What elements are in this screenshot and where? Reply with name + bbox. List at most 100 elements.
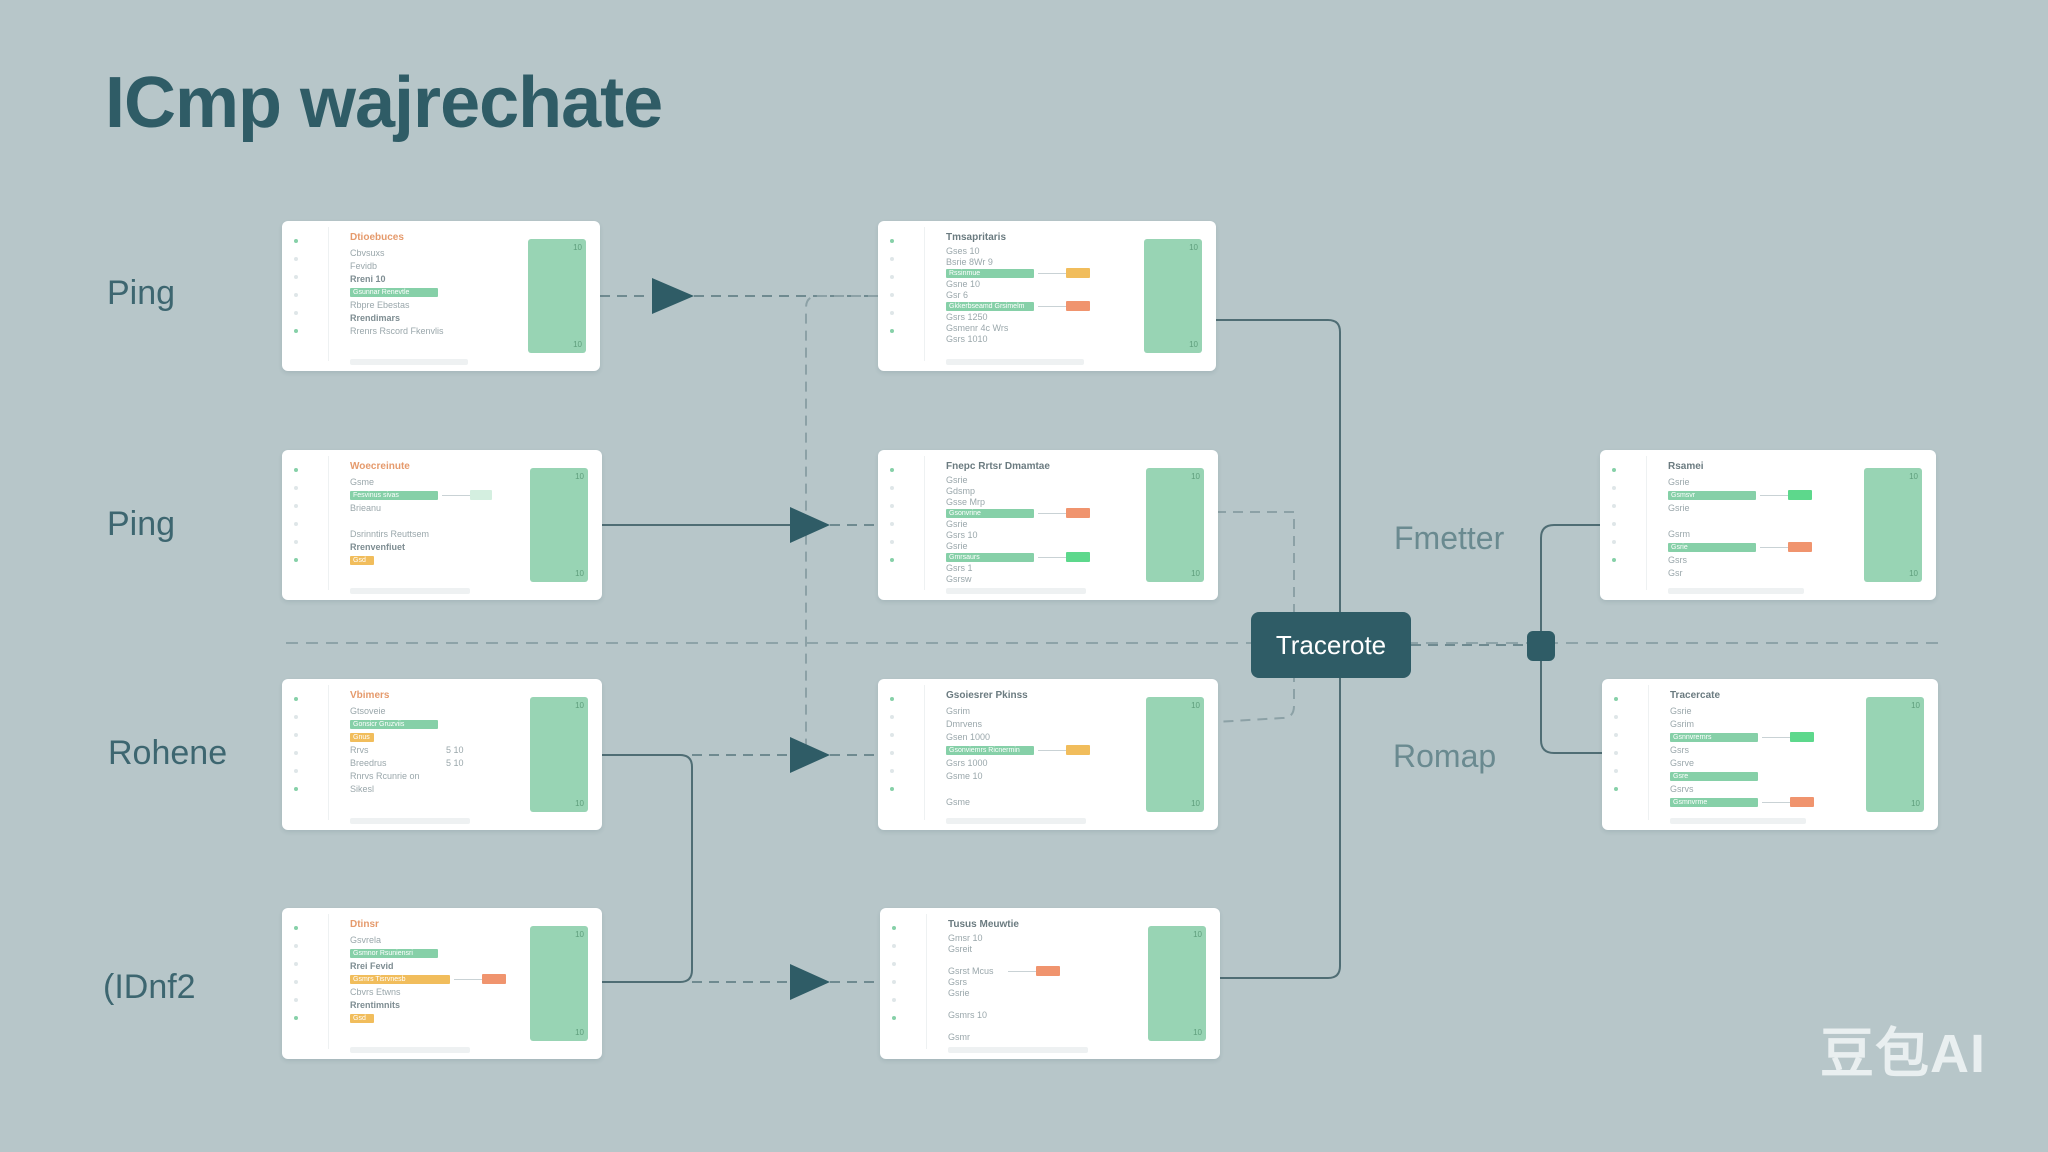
card-line-text: Gsrm — [1668, 529, 1690, 539]
metric-bar: Gsunnar Renevtle — [350, 288, 438, 297]
card-margin-dots — [890, 239, 896, 347]
tail-connector — [1038, 750, 1066, 751]
card-line: Gsrs 1010 — [946, 334, 1156, 344]
card-line: Rnrvs Rcunrie on — [350, 771, 542, 781]
side-label-fmetter: Fmetter — [1394, 520, 1505, 556]
card-footer-bar — [350, 818, 470, 824]
connector-m2-hub — [1215, 511, 1295, 723]
card-line: Gsmnvrme — [1670, 797, 1878, 807]
card-line-text: Gsrve — [1670, 758, 1695, 768]
card-line: Gsre — [1670, 771, 1878, 781]
card-line: Gsrim — [946, 706, 1158, 716]
card-line: Gsme — [350, 477, 542, 487]
card-line: Gmrsaurs — [946, 552, 1158, 562]
card-line — [948, 1021, 1160, 1031]
card-line-text: Gsrie — [1670, 706, 1692, 716]
card-divider — [1646, 456, 1647, 590]
gauge-bottom-value: 10 — [1193, 1028, 1202, 1037]
card-line: Gsne 10 — [946, 279, 1156, 289]
card-line: Gsmnor Rsuniensri — [350, 948, 542, 958]
tail-connector — [1760, 495, 1788, 496]
card-line-note: 5 10 — [446, 758, 464, 768]
card-divider — [328, 227, 329, 361]
card-line-text: Gsrs 10 — [946, 530, 978, 540]
card-divider — [924, 685, 925, 820]
card-line-text: Gsrim — [1670, 719, 1694, 729]
card-line: Rreni 10 — [350, 274, 540, 284]
card-divider — [924, 227, 925, 361]
card-line-text: Gdsmp — [946, 486, 976, 496]
card-line-text: Gsrs 1250 — [946, 312, 988, 322]
metric-bar: Gsmrs Tisrvnesb — [350, 975, 450, 984]
card-divider — [328, 456, 329, 590]
card-line: Rrei Fevid — [350, 961, 542, 971]
card-line: Gsd — [350, 555, 542, 565]
card-line: Gsnnvrernrs — [1670, 732, 1878, 742]
card-line-text: Fevidb — [350, 261, 378, 271]
page-title: ICmp wajrechate — [105, 63, 663, 143]
card-heading: Vbimers — [350, 690, 390, 701]
status-marker — [1788, 490, 1812, 500]
card-line: Gdsmp — [946, 486, 1158, 496]
card-line: Gsrie — [946, 475, 1158, 485]
card-margin-dots — [294, 468, 300, 576]
metric-bar: Gsnnvrernrs — [1670, 733, 1758, 742]
card-line — [948, 955, 1160, 965]
card-line: Gmsr 10 — [948, 933, 1160, 943]
gauge-bottom-value: 10 — [1191, 569, 1200, 578]
metric-bar: Gsmsvr — [1668, 491, 1756, 500]
card-line: Gsse Mrp — [946, 497, 1158, 507]
card-line: Dmrvens — [946, 719, 1158, 729]
arrow-icon — [790, 737, 830, 773]
metric-bar-label: Rssinmue — [949, 270, 981, 277]
card-line: Gsrsw — [946, 574, 1158, 584]
status-marker — [1790, 797, 1814, 807]
card-line-note: 5 10 — [446, 745, 464, 755]
card-line-text: Rrentimnits — [350, 1000, 401, 1010]
gauge-top-value: 10 — [573, 243, 582, 252]
card-line-text: Gsreit — [948, 944, 973, 954]
card-heading: Dtioebuces — [350, 232, 404, 243]
card-line: Gsme 10 — [946, 771, 1158, 781]
card-line: Gsen 1000 — [946, 732, 1158, 742]
card-footer-bar — [350, 588, 470, 594]
card-line-text: Rreni 10 — [350, 274, 386, 284]
connector-branch-mid — [805, 295, 878, 756]
metric-bar-label: Gonsicr Gruzviis — [353, 721, 405, 728]
card-line: Gsonviemrs Ricnermin — [946, 745, 1158, 755]
metric-bar: Gsonviemrs Ricnermin — [946, 746, 1034, 755]
side-label-romap: Romap — [1393, 738, 1497, 774]
gauge-bottom-value: 10 — [1909, 569, 1918, 578]
tail-connector — [1038, 273, 1066, 274]
watermark-logo: 豆包AI — [1820, 1024, 1986, 1084]
tail-connector — [1038, 513, 1066, 514]
card-line-text: Gsrie — [1668, 503, 1690, 513]
card-line: Cbvrs Etwns — [350, 987, 542, 997]
metric-bar-label: Gsmnor Rsuniensri — [353, 950, 413, 957]
metric-bar: Gsonvrine — [946, 509, 1034, 518]
traceroute-hub-node[interactable]: Tracerote — [1251, 612, 1411, 678]
tail-connector — [1760, 547, 1788, 548]
gauge-bottom-value: 10 — [1191, 799, 1200, 808]
